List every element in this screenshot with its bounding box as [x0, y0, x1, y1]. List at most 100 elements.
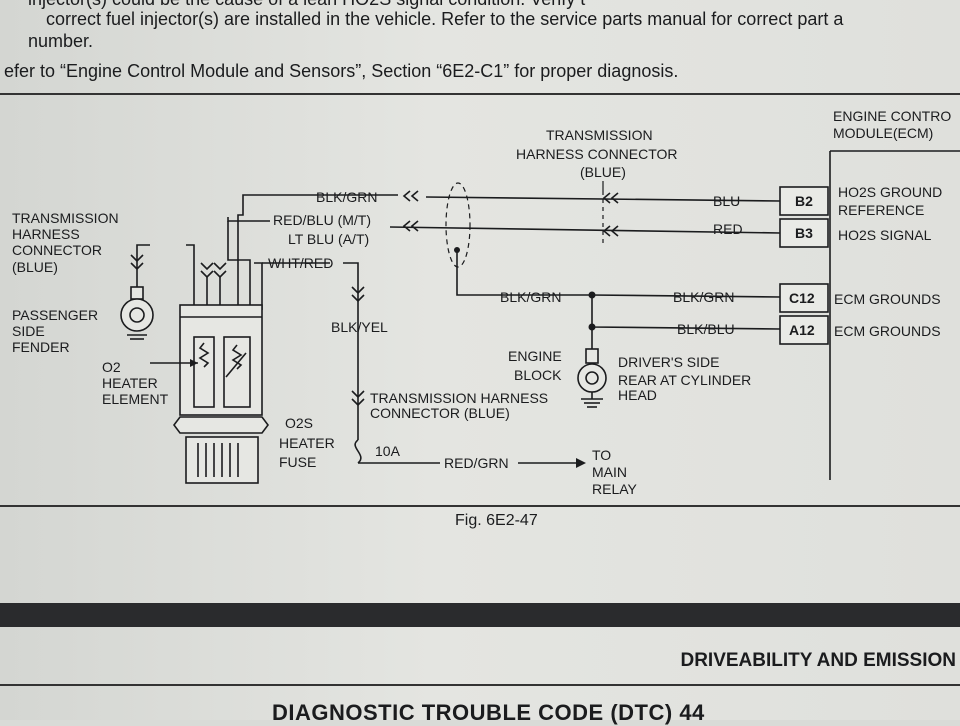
- chevron-icon: [213, 262, 227, 279]
- chevrons-top: [402, 190, 619, 247]
- dtc-title: DIAGNOSTIC TROUBLE CODE (DTC) 44: [272, 700, 705, 725]
- chevron-icon: [351, 286, 365, 303]
- o2-sensor-icon: [173, 304, 269, 484]
- intro-line-2: correct fuel injector(s) are installed i…: [46, 9, 844, 29]
- diagram-bottom-rule: [0, 505, 960, 507]
- to-main-relay-line-2: MAIN: [592, 464, 627, 480]
- wire-label-blu: BLU: [713, 193, 740, 209]
- drivers-side-line-2: REAR AT CYLINDER: [618, 372, 751, 388]
- passenger-fender-line-2: SIDE: [12, 323, 45, 339]
- trans-conn-left-line-3: CONNECTOR: [12, 242, 102, 258]
- intro-line-1: injector(s) could be the cause of a lean…: [28, 0, 585, 10]
- shield-ellipse: [445, 182, 471, 268]
- ecm-label-line-1: ENGINE CONTRO: [833, 108, 951, 124]
- wire-red-to-b3: [389, 226, 781, 234]
- pin-box-c12: [779, 283, 829, 313]
- junction-dot: [454, 247, 460, 253]
- wire-label-red-grn: RED/GRN: [444, 455, 509, 471]
- page-divider-band: [0, 603, 960, 627]
- pin-desc-b2-line-1: HO2S GROUND: [838, 184, 942, 200]
- pin-desc-b2-line-2: REFERENCE: [838, 202, 924, 218]
- section-title: DRIVEABILITY AND EMISSION: [680, 650, 956, 671]
- engine-block-line-2: BLOCK: [514, 367, 562, 383]
- chevron-icon: [200, 262, 214, 279]
- trans-conn-left-line-1: TRANSMISSION: [12, 210, 119, 226]
- pin-desc-c12: ECM GROUNDS: [834, 291, 941, 307]
- wire-label-blk-blu: BLK/BLU: [677, 321, 735, 337]
- ground-lug: [585, 348, 599, 364]
- arrow-right-icon: [190, 359, 198, 367]
- to-main-relay-line-3: RELAY: [592, 481, 638, 497]
- wire-label-red: RED: [713, 221, 743, 237]
- wire-blk-grn-left: [242, 194, 398, 207]
- passenger-fender-line-1: PASSENGER: [12, 307, 98, 323]
- variable-arrow: [225, 352, 247, 378]
- diagram-top-rule: [0, 93, 960, 95]
- trans-conn-bottom-line-1: TRANSMISSION HARNESS: [370, 390, 548, 406]
- o2-heater-line-3: ELEMENT: [102, 391, 169, 407]
- intro-line-4: efer to “Engine Control Module and Senso…: [4, 61, 679, 81]
- pin-desc-b3: HO2S SIGNAL: [838, 227, 932, 243]
- pin-label-c12: C12: [789, 290, 815, 306]
- chevron-icon: [602, 192, 619, 204]
- wire-label-wht-red: WHT/RED: [268, 255, 333, 271]
- wire-blk-left: [136, 244, 150, 263]
- pin-label-a12: A12: [789, 322, 815, 338]
- chevron-icon: [602, 225, 619, 237]
- wiring-diagram: ENGINE CONTRO MODULE(ECM) B2 B3 C12 A12 …: [12, 108, 960, 497]
- drivers-side-line-1: DRIVER'S SIDE: [618, 354, 719, 370]
- wire-label-blk-grn-mid: BLK/GRN: [500, 289, 561, 305]
- to-main-relay-line-1: TO: [592, 447, 611, 463]
- figure-caption: Fig. 6E2-47: [455, 512, 538, 529]
- passenger-fender-line-3: FENDER: [12, 339, 70, 355]
- intro-line-3: number.: [28, 31, 94, 51]
- wire-shield-drain: [456, 250, 590, 296]
- o2s-fuse-line-1: O2S: [285, 415, 313, 431]
- pin-box-a12: [779, 315, 829, 345]
- wire-blk-grn-to-c12: [589, 294, 781, 298]
- wire-label-blk-grn-top: BLK/GRN: [316, 189, 377, 205]
- heater-element-block: [193, 336, 215, 408]
- ground-bolt-icon: [129, 307, 145, 323]
- wire-red-blu-drop: [227, 221, 251, 310]
- pin-box-b2: [779, 186, 829, 216]
- resistor-icon: [198, 342, 210, 368]
- trans-conn-top-line-1: TRANSMISSION: [546, 127, 653, 143]
- dtc-rule: [0, 684, 960, 686]
- trans-conn-bottom-line-2: CONNECTOR (BLUE): [370, 405, 510, 421]
- o2s-fuse-line-2: HEATER: [279, 435, 335, 451]
- o2-heater-line-1: O2: [102, 359, 121, 375]
- chevron-icon: [130, 254, 144, 271]
- wire-blk-grn-drop: [237, 207, 244, 310]
- wire-label-blk-grn-right: BLK/GRN: [673, 289, 734, 305]
- engine-block-line-1: ENGINE: [508, 348, 562, 364]
- pin-label-b2: B2: [795, 193, 813, 209]
- fender-lug: [130, 286, 144, 300]
- wire-red-blu-left: [227, 217, 270, 222]
- trans-conn-top-line-2: HARNESS CONNECTOR: [516, 146, 678, 162]
- fuse-icon: [354, 439, 362, 464]
- trans-conn-left-line-4: (BLUE): [12, 259, 58, 275]
- pin-desc-a12: ECM GROUNDS: [834, 323, 941, 339]
- sensor-hex-nut: [173, 416, 269, 434]
- junction-dot: [588, 291, 596, 299]
- sensing-element-block: [223, 336, 251, 408]
- chevron-icon: [402, 190, 419, 202]
- wire-wht-red-to-fuse: [343, 262, 359, 405]
- trans-conn-top-line-3: (BLUE): [580, 164, 626, 180]
- o2-heater-line-2: HEATER: [102, 375, 158, 391]
- ecm-label-line-2: MODULE(ECM): [833, 125, 933, 141]
- chevron-icon: [402, 220, 419, 232]
- pin-label-b3: B3: [795, 225, 813, 241]
- intro-text: injector(s) could be the cause of a lean…: [0, 0, 960, 90]
- wire-wht-red-drop: [254, 262, 263, 310]
- wire-label-red-blu: RED/BLU (M/T): [273, 212, 371, 228]
- wire-blk-to-sensor: [186, 244, 195, 310]
- wire-label-blk-yel: BLK/YEL: [331, 319, 388, 335]
- trans-conn-left-line-2: HARNESS: [12, 226, 80, 242]
- wire-label-lt-blu: LT BLU (A/T): [288, 231, 369, 247]
- o2s-fuse-line-3: FUSE: [279, 454, 316, 470]
- ground-bolt-icon: [585, 371, 599, 385]
- arrow-right-icon: [576, 458, 586, 468]
